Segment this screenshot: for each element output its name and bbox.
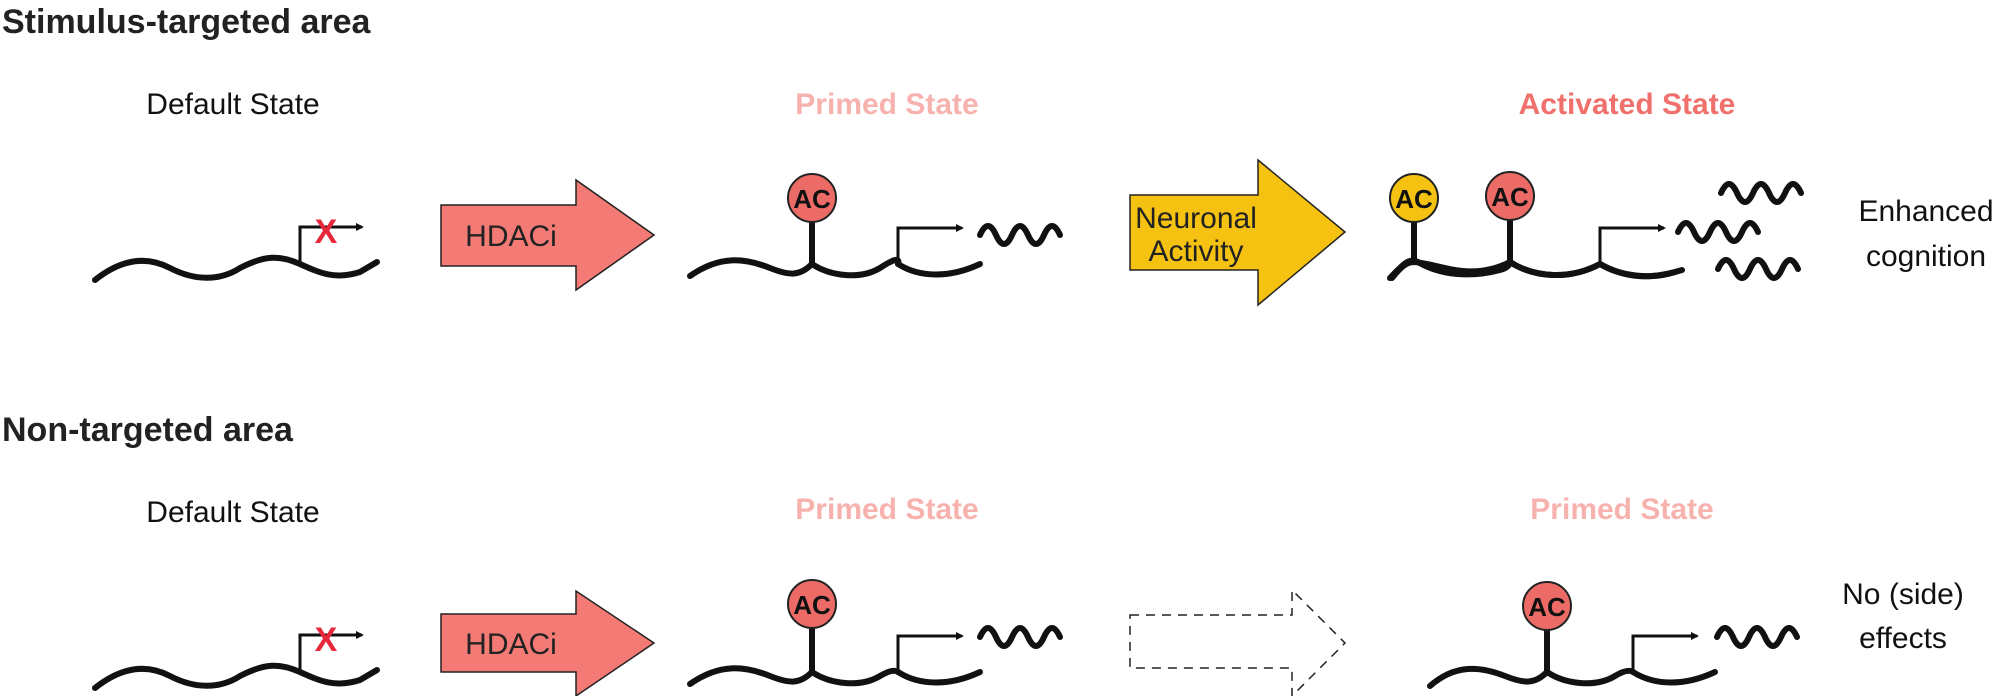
state-label-primed-top: Primed State xyxy=(795,88,978,121)
state-label-primed-bottom-2: Primed State xyxy=(1530,493,1713,526)
section-stimulus-targeted: Stimulus-targeted area Default State X H… xyxy=(2,3,1994,307)
section-non-targeted: Non-targeted area Default State X HDACi … xyxy=(2,411,1964,696)
outcome-bottom-line1: No (side) xyxy=(1842,578,1964,611)
tss-arrow xyxy=(1631,632,1699,672)
dna-primed-bottom-1: AC xyxy=(687,579,1063,687)
tss-arrow xyxy=(298,631,364,672)
ac-label: AC xyxy=(793,184,831,214)
dna-default-top: X xyxy=(92,213,380,283)
ac-label: AC xyxy=(1528,592,1566,622)
neuronal-label-line1: Neuronal xyxy=(1135,202,1257,235)
outcome-top-line1: Enhanced xyxy=(1858,195,1993,228)
dna-default-bottom: X xyxy=(92,621,380,691)
tss-arrow xyxy=(1598,224,1666,264)
transcript-wave xyxy=(1714,625,1800,649)
hdaci-arrow-bottom: HDACi xyxy=(440,589,656,696)
hdaci-label-bottom: HDACi xyxy=(465,628,557,661)
transcript-wave xyxy=(1675,220,1761,244)
outcome-bottom-line2: effects xyxy=(1859,622,1947,655)
acetyl-group xyxy=(787,579,837,629)
no-activity-dashed-arrow xyxy=(1129,588,1347,696)
transcript-wave xyxy=(977,625,1063,649)
neuronal-activity-arrow: Neuronal Activity xyxy=(1129,158,1347,307)
transcript-wave xyxy=(1715,257,1801,281)
dna-primed-top: AC xyxy=(687,173,1063,279)
ac-label: AC xyxy=(1395,184,1433,214)
state-label-primed-bottom-1: Primed State xyxy=(795,493,978,526)
acetyl-group xyxy=(787,173,837,223)
blocked-x-mark: X xyxy=(315,621,338,659)
outcome-top-line2: cognition xyxy=(1866,240,1986,273)
neuronal-label-line2: Activity xyxy=(1148,235,1243,268)
ac-label: AC xyxy=(1491,182,1529,212)
acetyl-group xyxy=(1522,581,1572,631)
tss-arrow xyxy=(896,632,964,672)
tss-arrow xyxy=(298,223,364,264)
hdaci-label-top: HDACi xyxy=(465,220,557,253)
dna-activated-strand: AC AC xyxy=(1389,171,1804,281)
section-title-top: Stimulus-targeted area xyxy=(2,3,372,41)
state-label-activated: Activated State xyxy=(1519,88,1736,121)
acetyl-group xyxy=(1485,171,1535,221)
state-label-default-bottom: Default State xyxy=(146,496,319,529)
tss-arrow xyxy=(896,224,964,264)
state-label-default-top: Default State xyxy=(146,88,319,121)
section-title-bottom: Non-targeted area xyxy=(2,411,294,449)
blocked-x-mark: X xyxy=(315,213,338,251)
transcript-wave xyxy=(977,223,1063,247)
transcript-wave xyxy=(1718,181,1804,205)
acetyl-group-activity xyxy=(1389,173,1439,223)
dna-primed-bottom-2: AC xyxy=(1427,581,1800,689)
hdaci-arrow-top: HDACi xyxy=(440,178,656,292)
ac-label: AC xyxy=(793,590,831,620)
